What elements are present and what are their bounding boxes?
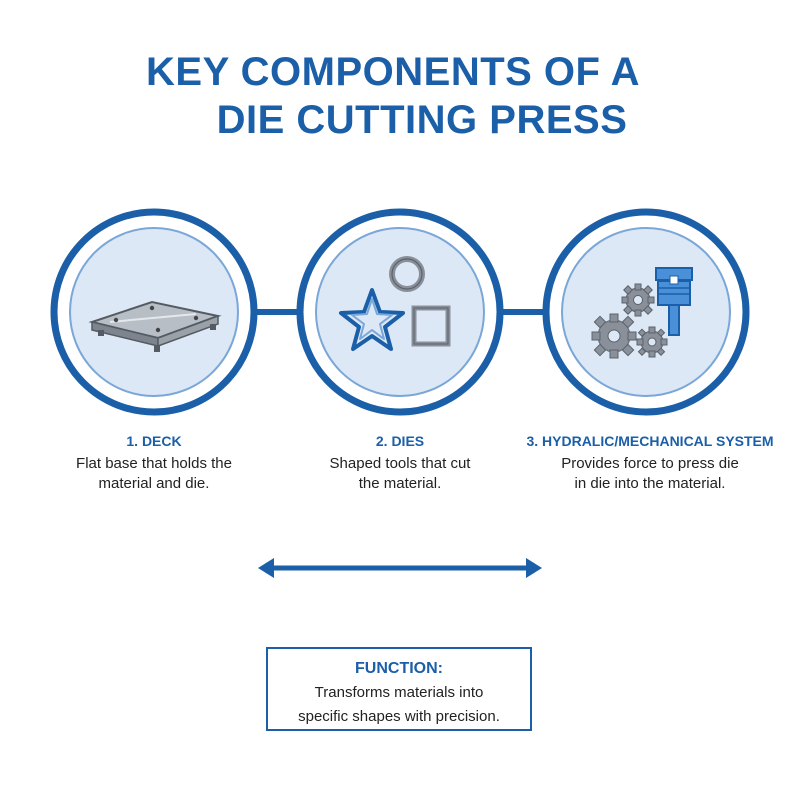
component-desc-line: Shaped tools that cut	[329, 455, 471, 472]
component-heading: 1. DECK	[126, 433, 182, 449]
deck-plate-icon	[88, 300, 222, 352]
component-desc-line: Flat base that holds the	[76, 455, 232, 472]
component-desc-line: material and die.	[98, 475, 210, 492]
die-shapes-icon	[339, 256, 451, 351]
function-box: FUNCTION: Transforms materials into spec…	[266, 647, 532, 731]
component-label-deck: 1. DECK Flat base that holds the materia…	[24, 432, 284, 494]
function-desc-line: specific shapes with precision.	[298, 708, 500, 725]
component-desc-line: the material.	[358, 475, 442, 492]
title-line-2: DIE CUTTING PRESS	[216, 98, 628, 142]
double-headed-arrow-icon	[258, 558, 542, 578]
function-desc-line: Transforms materials into	[314, 684, 484, 701]
gears-piston-icon	[591, 267, 693, 359]
title-line-1: KEY COMPONENTS OF A	[146, 50, 640, 94]
function-heading: FUNCTION:	[355, 660, 443, 677]
component-label-dies: 2. DIES Shaped tools that cut the materi…	[270, 432, 530, 494]
component-heading: 2. DIES	[375, 433, 425, 449]
component-desc-line: in die into the material.	[574, 475, 726, 492]
component-label-system: 3. HYDRALIC/MECHANICAL SYSTEM Provides f…	[508, 432, 792, 494]
page-title: KEY COMPONENTS OF A DIE CUTTING PRESS	[0, 48, 800, 144]
component-desc-line: Provides force to press die	[561, 455, 739, 472]
component-heading: 3. HYDRALIC/MECHANICAL SYSTEM	[526, 433, 774, 449]
